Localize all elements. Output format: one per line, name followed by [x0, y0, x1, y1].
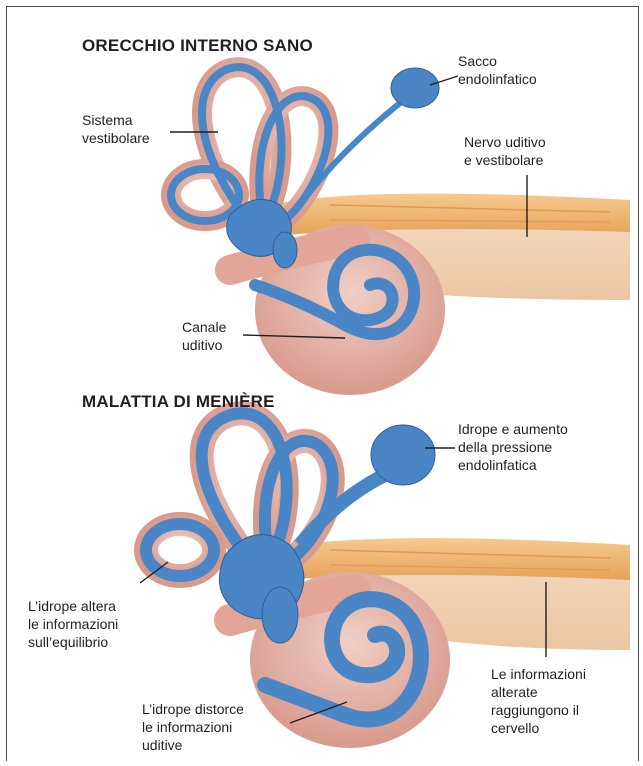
- label-vestibular-system: Sistema vestibolare: [82, 111, 150, 147]
- healthy-section-title: ORECCHIO INTERNO SANO: [82, 36, 313, 56]
- endolymphatic-sac: [391, 68, 439, 108]
- label-hydrops-pressure: Idrope e aumento della pressione endolin…: [458, 420, 568, 474]
- endolymphatic-sac-swollen: [371, 425, 435, 485]
- label-auditory-nerve: Nervo uditivo e vestibolare: [464, 133, 546, 169]
- menieres-section-title: MALATTIA DI MENIÈRE: [82, 392, 275, 412]
- label-altered-info: Le informazioni alterate raggiungono il …: [491, 665, 586, 737]
- healthy-ear-drawing: [171, 67, 630, 395]
- endolymphatic-duct-2: [300, 470, 395, 545]
- label-auditory-canal: Canale uditivo: [182, 318, 226, 354]
- auditory-nerve-2: [270, 538, 630, 580]
- label-endolymphatic-sac: Sacco endolinfatico: [458, 52, 537, 88]
- label-hearing-info: L’idrope distorce le informazioni uditiv…: [142, 700, 244, 754]
- label-balance-info: L’idrope altera le informazioni sull’equ…: [28, 597, 118, 651]
